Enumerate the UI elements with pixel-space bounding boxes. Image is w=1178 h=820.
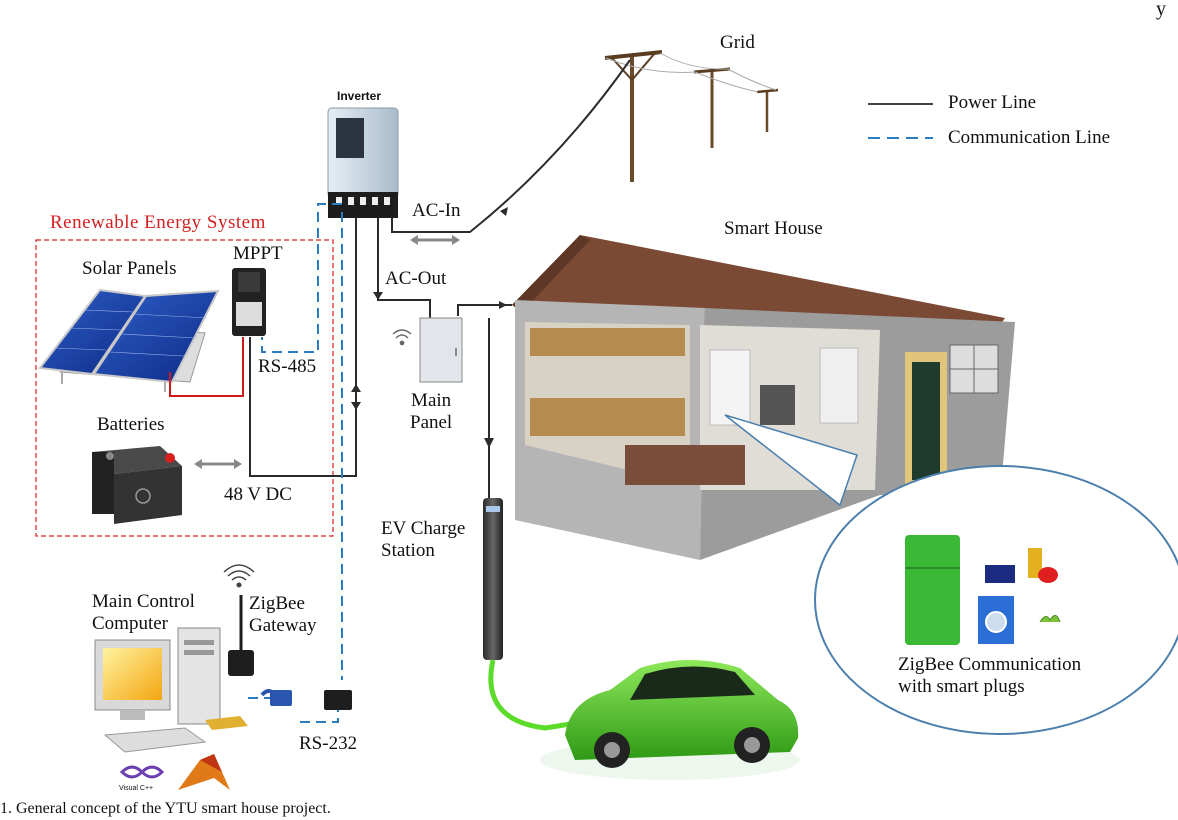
label-ev-charge-station: EV Charge Station (381, 518, 465, 562)
zigbee-gateway-icon (228, 595, 292, 706)
inverter-icon (327, 107, 399, 218)
legend-power-label: Power Line (948, 92, 1037, 113)
label-gateway-line2: Gateway (249, 614, 317, 636)
label-zigbee-line1: ZigBee Communication (898, 654, 1082, 675)
solar-mppt-wires (169, 337, 244, 397)
label-main-control-computer: Main Control Computer (92, 591, 195, 635)
label-grid: Grid (720, 32, 755, 53)
label-computer-line1: Main Control (92, 591, 195, 612)
label-ev-line2: Station (381, 539, 435, 561)
bidirectional-arrows (194, 235, 460, 469)
label-visual-cpp: Visual C++ (119, 785, 154, 792)
label-ac-out: AC-Out (385, 268, 447, 289)
figure-caption: 1. General concept of the YTU smart hous… (0, 800, 331, 817)
label-main-panel-line1: Main (411, 390, 452, 411)
label-computer-line2: Computer (92, 612, 168, 634)
main-panel-icon (419, 317, 463, 383)
battery-icon (92, 446, 182, 524)
label-smart-house: Smart House (724, 218, 823, 239)
matlab-logo-icon (178, 754, 230, 790)
legend-communication-label: Communication Line (948, 127, 1111, 148)
grid-poles-icon (604, 50, 779, 182)
label-main-panel-line2: Panel (410, 411, 453, 433)
callout-pointer (724, 414, 858, 507)
label-ac-in: AC-In (412, 200, 461, 221)
rs232-adapter-icon (324, 690, 352, 710)
label-zigbee-gateway: ZigBee Gateway (249, 593, 317, 637)
label-ev-line1: EV Charge (381, 518, 466, 539)
label-rs485: RS-485 (258, 356, 317, 377)
label-rs232: RS-232 (299, 733, 358, 754)
label-inverter: Inverter (337, 89, 382, 103)
legend (868, 103, 933, 139)
label-renewable-energy-system: Renewable Energy System (50, 212, 266, 233)
electric-car-icon (540, 660, 800, 780)
label-mppt: MPPT (233, 243, 283, 264)
label-dc-bus: 48 V DC (224, 484, 292, 505)
solar-panels-icon (38, 288, 220, 392)
visual-cpp-logo-icon (119, 765, 165, 779)
wifi-icon-panel (392, 329, 412, 346)
label-solar-panels: Solar Panels (82, 258, 177, 279)
arrow-heads (351, 207, 508, 448)
label-zigbee-line2: with smart plugs (898, 675, 1025, 697)
label-zigbee-communication: ZigBee Communication with smart plugs (898, 654, 1081, 698)
mppt-device-icon (232, 268, 266, 336)
power-lines (249, 59, 631, 498)
wifi-icon-gateway (223, 564, 255, 588)
label-gateway-line1: ZigBee (249, 593, 305, 614)
corner-text: y (1156, 0, 1166, 20)
smart-appliances-icon (905, 535, 1061, 645)
label-main-panel: Main Panel (410, 390, 452, 434)
control-computer-icon (94, 627, 248, 753)
renewable-energy-box (35, 239, 334, 537)
label-batteries: Batteries (97, 414, 165, 435)
